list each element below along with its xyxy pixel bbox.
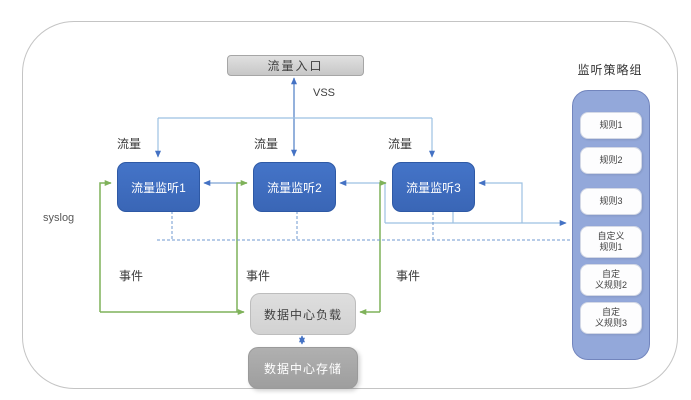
rule-chip-2: 规则2 [580,147,642,174]
traffic-label-1: 流量 [117,137,142,151]
rule-chip-1: 规则1 [580,112,642,139]
rule-chip-custom-1: 自定义 规则1 [580,226,642,258]
node-traffic-monitor-1: 流量监听1 [117,162,200,212]
policy-group-title: 监听策略组 [577,63,643,77]
syslog-label: syslog [43,212,75,224]
rule-chip-3: 规则3 [580,188,642,215]
traffic-label-2: 流量 [254,137,279,151]
vss-label: VSS [313,87,336,99]
node-traffic-monitor-3: 流量监听3 [392,162,475,212]
node-traffic-entry: 流量入口 [227,55,364,76]
event-label-3: 事件 [396,269,421,283]
traffic-label-3: 流量 [388,137,413,151]
node-traffic-monitor-2: 流量监听2 [253,162,336,212]
event-label-1: 事件 [119,269,144,283]
rule-chip-custom-3: 自定 义规则3 [580,302,642,334]
event-label-2: 事件 [246,269,271,283]
node-datacenter-storage: 数据中心存储 [248,347,358,389]
rule-chip-custom-2: 自定 义规则2 [580,264,642,296]
node-datacenter-load: 数据中心负载 [250,293,356,335]
